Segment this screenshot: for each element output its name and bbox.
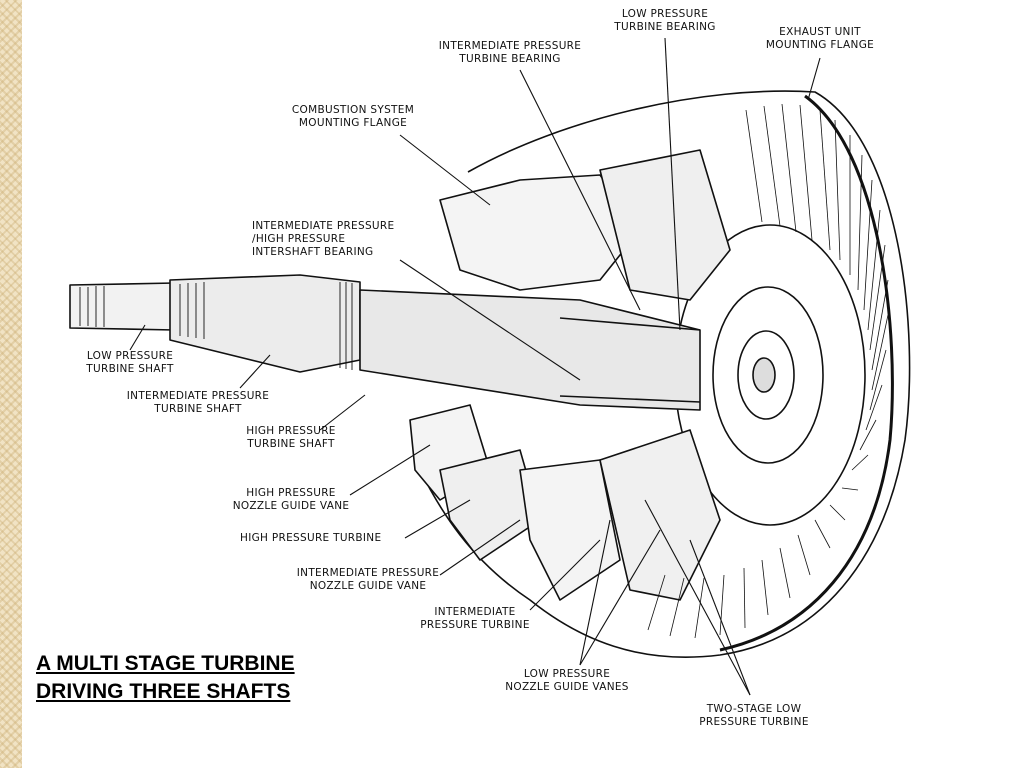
- caption-line-1: A MULTI STAGE TURBINE: [36, 652, 295, 675]
- label-two-stage-lp-turbine: TWO-STAGE LOW PRESSURE TURBINE: [699, 703, 809, 728]
- leader-ip-turbine-shaft: [239, 354, 271, 389]
- label-intershaft-bearing: INTERMEDIATE PRESSURE /HIGH PRESSURE INT…: [252, 220, 395, 258]
- leader-combustion-flange: [399, 134, 491, 206]
- label-lp-turbine-shaft: LOW PRESSURE TURBINE SHAFT: [86, 350, 174, 375]
- label-lp-nozzle-guide-vanes: LOW PRESSURE NOZZLE GUIDE VANES: [505, 668, 629, 693]
- leader-ip-nozzle-guide-vane: [439, 519, 521, 576]
- decorative-side-stripe: [0, 0, 22, 768]
- lp-turbine-shaft: [69, 282, 176, 331]
- exhaust-flange-ring: [719, 94, 894, 652]
- ip-turbine-shaft: [169, 274, 361, 373]
- leader-lp-nozzle-vanes-2: [579, 529, 661, 666]
- leader-exhaust-flange: [807, 57, 821, 101]
- leader-ip-turbine-bearing: [519, 69, 641, 311]
- leader-hp-turbine-shaft: [319, 394, 366, 431]
- turbine-outer-casing: [419, 90, 911, 658]
- label-hp-nozzle-guide-vane: HIGH PRESSURE NOZZLE GUIDE VANE: [232, 487, 350, 512]
- label-hp-turbine: HIGH PRESSURE TURBINE: [240, 532, 382, 544]
- label-ip-turbine-shaft: INTERMEDIATE PRESSURE TURBINE SHAFT: [126, 390, 270, 415]
- leader-ip-turbine: [529, 539, 601, 611]
- slide-caption: A MULTI STAGE TURBINE DRIVING THREE SHAF…: [36, 650, 295, 706]
- label-ip-nozzle-guide-vane: INTERMEDIATE PRESSURE NOZZLE GUIDE VANE: [296, 567, 440, 592]
- label-ip-turbine-bearing: INTERMEDIATE PRESSURE TURBINE BEARING: [438, 40, 582, 65]
- hp-turbine-shaft: [359, 289, 701, 411]
- hp-turbine-block: [439, 449, 541, 561]
- leader-lp-turbine-shaft: [129, 324, 146, 351]
- label-hp-turbine-shaft: HIGH PRESSURE TURBINE SHAFT: [246, 425, 336, 450]
- ip-turbine-block: [519, 459, 621, 601]
- label-ip-turbine: INTERMEDIATE PRESSURE TURBINE: [420, 606, 530, 631]
- upper-casing-blocks: [439, 174, 641, 291]
- leader-lp-nozzle-vanes-1: [579, 519, 611, 666]
- label-exhaust-flange: EXHAUST UNIT MOUNTING FLANGE: [765, 26, 875, 51]
- lp-nozzle-vanes-block: [599, 429, 721, 601]
- leader-two-stage-lp-1: [644, 499, 751, 696]
- leader-lp-turbine-bearing: [664, 37, 681, 331]
- label-lp-turbine-bearing: LOW PRESSURE TURBINE BEARING: [614, 8, 716, 33]
- leader-hp-nozzle-guide-vane: [349, 444, 431, 496]
- caption-line-2: DRIVING THREE SHAFTS: [36, 680, 291, 703]
- label-combustion-flange: COMBUSTION SYSTEM MOUNTING FLANGE: [291, 104, 415, 129]
- leader-intershaft-bearing: [399, 259, 581, 381]
- leader-hp-turbine: [404, 499, 471, 539]
- leader-two-stage-lp-2: [689, 539, 751, 696]
